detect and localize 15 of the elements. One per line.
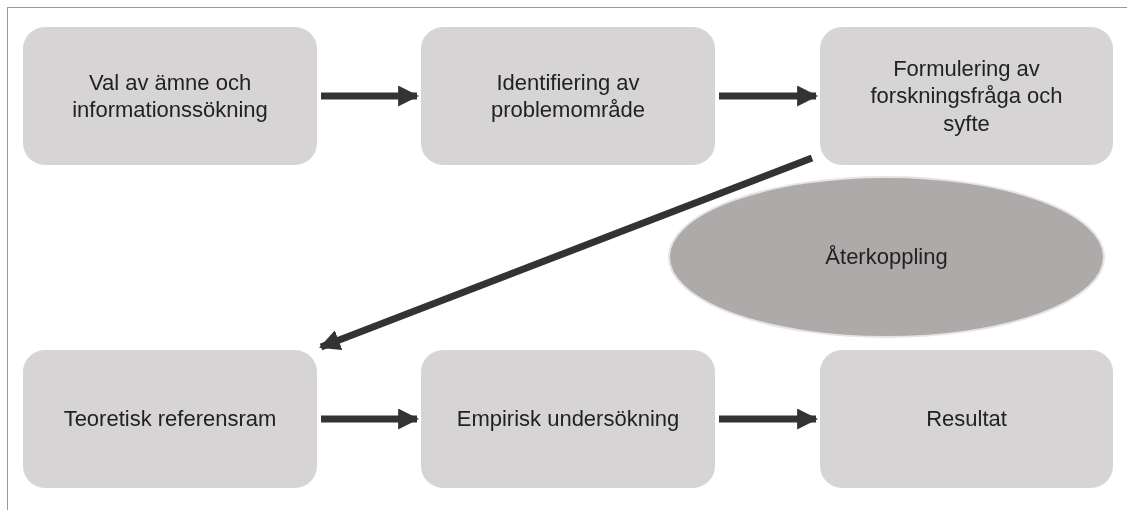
step-label: Val av ämne och informationssökning [71, 68, 269, 124]
process-box [820, 350, 1113, 488]
step-label: Empirisk undersökning [456, 405, 680, 433]
step-label: Teoretisk referensram [63, 405, 277, 433]
process-box [23, 27, 317, 165]
process-box [820, 27, 1113, 165]
feedback-ellipse [668, 176, 1105, 338]
arrow [319, 154, 814, 351]
process-box [421, 27, 715, 165]
step-label: Identifiering av problemområde [489, 68, 647, 124]
step-label: Formulering av forskningsfråga och syfte [869, 54, 1064, 138]
step-label: Återkoppling [825, 243, 948, 271]
step-label: Resultat [926, 405, 1007, 433]
process-box [23, 350, 317, 488]
process-box [421, 350, 715, 488]
